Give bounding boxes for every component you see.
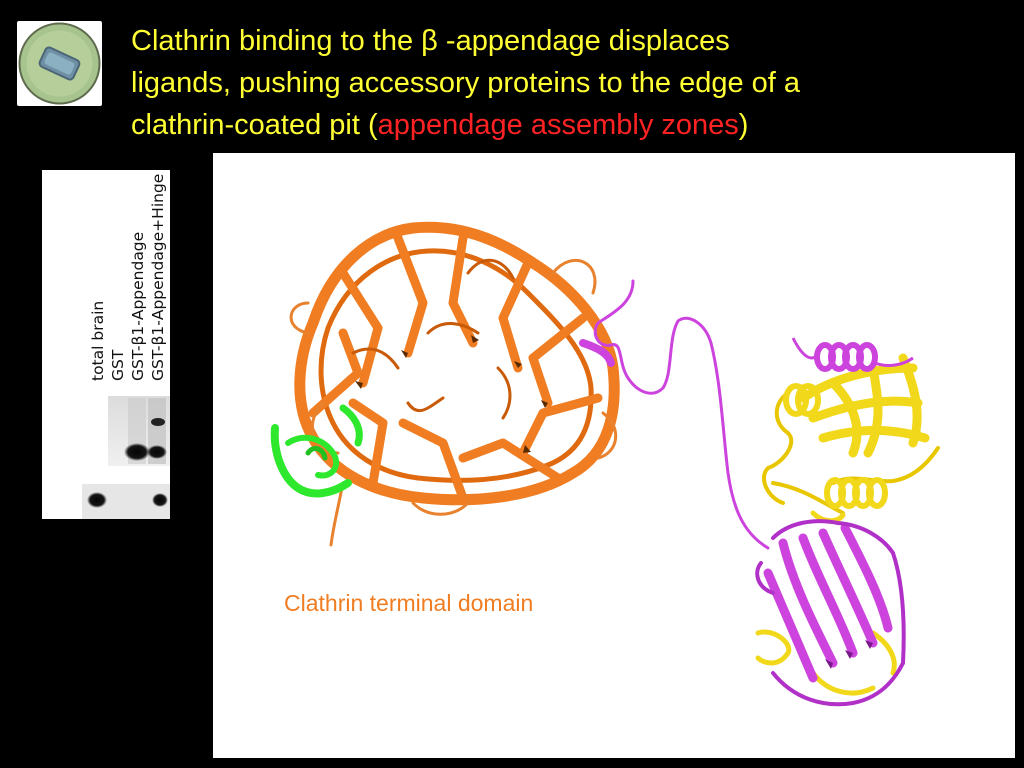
hinge-helix-structure (791, 337, 914, 372)
slide-title: Clathrin binding to the β -appendage dis… (131, 20, 1011, 146)
gel-lane-label-gst-appendage-hinge: GST-β1-Appendage+Hinge (149, 173, 167, 381)
gel-image (82, 396, 170, 519)
gel-band (87, 492, 107, 508)
ligand-peptide-structure (270, 404, 363, 498)
gel-band (124, 443, 150, 461)
platform-subdomain-structure (755, 519, 906, 707)
hinge-linker-structure (579, 279, 770, 550)
protein-structure-image (270, 221, 940, 707)
title-line-1: Clathrin binding to the β -appendage dis… (131, 25, 730, 57)
gel-lane-label-total-brain: total brain (89, 300, 107, 381)
gel-lane-label-gst: GST (109, 349, 127, 381)
clathrin-terminal-domain-structure (289, 221, 620, 547)
title-line-2: ligands, pushing accessory proteins to t… (131, 67, 801, 99)
logo (17, 21, 102, 106)
title-line-3-post: ) (738, 109, 749, 141)
title-line-3: clathrin-coated pit (appendage assembly … (131, 104, 1011, 146)
gel-panel: total brain GST GST-β1-Appendage GST-β1-… (42, 170, 170, 519)
gel-band (151, 418, 165, 426)
protein-structure-figure: Clathrin terminal domain (213, 153, 1015, 758)
appendage-domain-structure (755, 353, 940, 696)
gel-lane-label-gst-appendage: GST-β1-Appendage (129, 231, 147, 381)
clathrin-terminal-domain-label: Clathrin terminal domain (284, 590, 534, 616)
gel-band (147, 445, 167, 459)
title-highlight: appendage assembly zones (377, 109, 739, 141)
title-line-3-pre: clathrin-coated pit ( (131, 109, 378, 141)
gel-band (152, 493, 168, 507)
